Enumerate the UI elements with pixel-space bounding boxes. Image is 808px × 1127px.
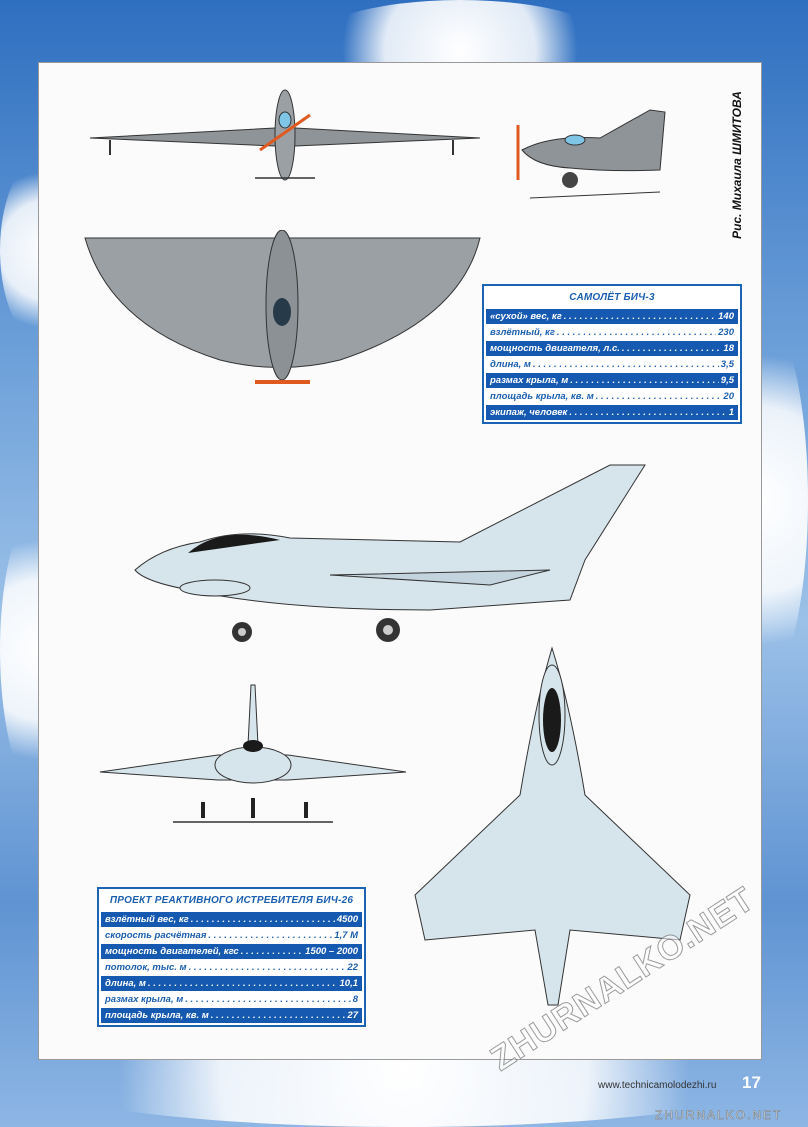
bich26-front-view [99,684,407,823]
bich26-spec-table: ПРОЕКТ РЕАКТИВНОГО ИСТРЕБИТЕЛЯ БИЧ-26 вз… [97,887,366,1027]
table-row: взлётный, кг230 [486,325,738,340]
table-row: длина, м10,1 [101,976,362,991]
bich3-top-view [84,230,481,384]
table-row: «сухой» вес, кг140 [486,309,738,324]
bich3-side-view [516,109,666,199]
table-row: площадь крыла, кв. м27 [101,1008,362,1023]
bich3-front-view [89,89,481,181]
bich3-spec-table: САМОЛЁТ БИЧ-3 «сухой» вес, кг140 взлётны… [482,284,742,424]
table-row: мощность двигателей, кгс1500 – 2000 [101,944,362,959]
table-row: размах крыла, м8 [101,992,362,1007]
bich26-side-view [134,464,646,642]
table-title: ПРОЕКТ РЕАКТИВНОГО ИСТРЕБИТЕЛЯ БИЧ-26 [109,895,354,906]
table-row: размах крыла, м9,5 [486,373,738,388]
table-row: длина, м3,5 [486,357,738,372]
page-number: 17 [742,1073,761,1092]
table-row: потолок, тыс. м22 [101,960,362,975]
illustration-credit: Рис. Михаила ШМИТОВА [730,91,744,239]
table-row: мощность двигателя, л.с.18 [486,341,738,356]
table-row: взлётный вес, кг4500 [101,912,362,927]
table-row: площадь крыла, кв. м20 [486,389,738,404]
watermark-footer: ZHURNALKO.NET [655,1108,783,1123]
table-title: САМОЛЁТ БИЧ-3 [569,292,655,303]
table-row: скорость расчётная1,7 М [101,928,362,943]
bich26-top-view [414,646,691,1006]
table-row: экипаж, человек1 [486,405,738,420]
website-url: www.technicamolodezhi.ru [598,1080,717,1091]
